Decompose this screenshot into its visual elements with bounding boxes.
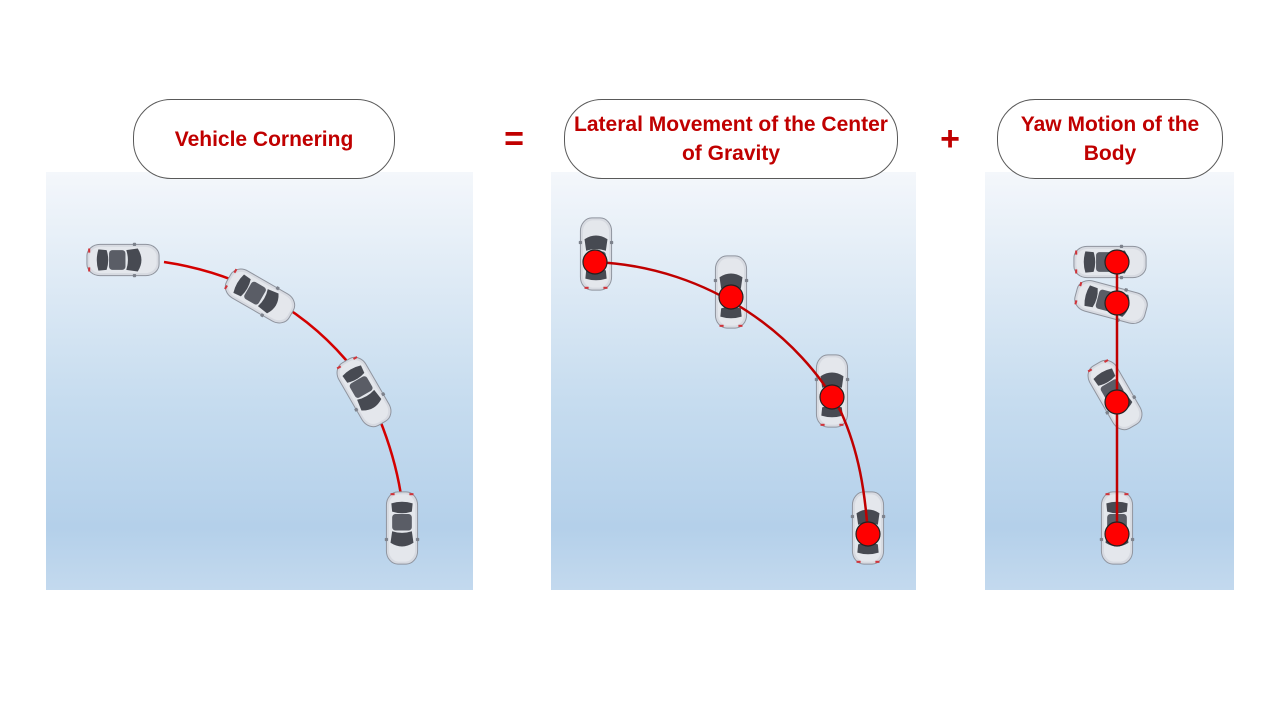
- vehicle-cornering-label-text: Vehicle Cornering: [175, 125, 354, 154]
- vehicle-cornering-label: Vehicle Cornering: [133, 99, 395, 179]
- cg-marker-3: [820, 385, 844, 409]
- plus-operator: +: [930, 122, 970, 156]
- car-4: [385, 492, 419, 564]
- car-3: [331, 352, 397, 432]
- equals-operator: =: [494, 122, 534, 156]
- vehicle-cornering-diagram: [46, 172, 473, 590]
- lateral-movement-panel: [551, 172, 916, 590]
- yaw-marker-2: [1105, 291, 1129, 315]
- car-2: [220, 263, 300, 329]
- lateral-movement-label-text: Lateral Movement of the Center of Gravit…: [565, 110, 897, 168]
- cg-marker-2: [719, 285, 743, 309]
- yaw-marker-1: [1105, 250, 1129, 274]
- cg-marker-4: [856, 522, 880, 546]
- car-1: [87, 243, 159, 277]
- yaw-marker-3: [1105, 390, 1129, 414]
- yaw-motion-label: Yaw Motion of the Body: [997, 99, 1223, 179]
- yaw-motion-panel: [985, 172, 1234, 590]
- cg-marker-1: [583, 250, 607, 274]
- yaw-marker-4: [1105, 522, 1129, 546]
- lateral-movement-diagram: [551, 172, 916, 590]
- lateral-movement-label: Lateral Movement of the Center of Gravit…: [564, 99, 898, 179]
- vehicle-cornering-panel: [46, 172, 473, 590]
- yaw-motion-diagram: [985, 172, 1234, 590]
- yaw-motion-label-text: Yaw Motion of the Body: [998, 110, 1222, 168]
